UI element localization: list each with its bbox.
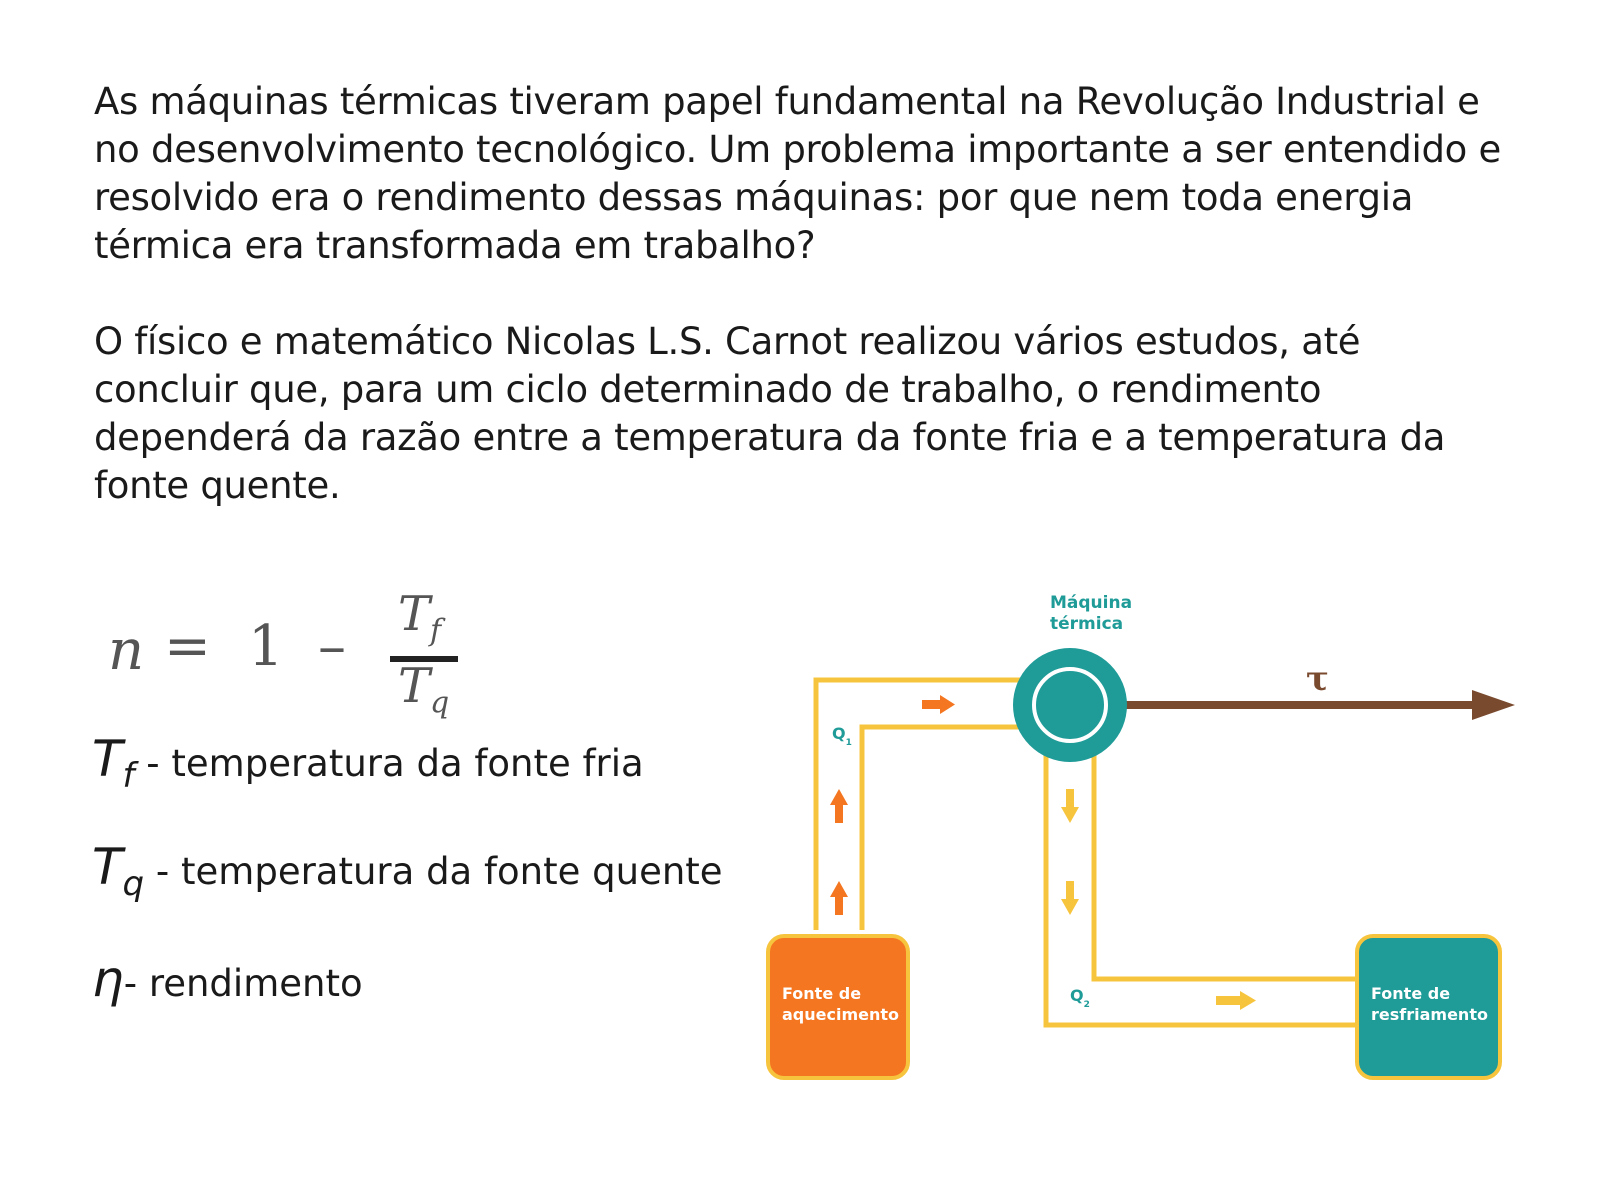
legend-tf: Tf - temperatura da fonte fria [92,730,644,796]
formula-equals: = [164,614,211,679]
legend-eta-text: - rendimento [123,962,363,1005]
q2-sub: 2 [1084,1000,1090,1010]
q2-arrow-down-2 [1061,881,1079,915]
q1-sub: 1 [846,738,852,748]
q1-pipe-inner [859,724,1040,930]
q1-arrow-up-2 [830,881,848,915]
formula-one: 1 [248,614,284,679]
machine-label-line1: Máquina [1050,593,1132,613]
hot-source-box [766,934,910,1080]
legend-tq-sub: q [122,864,145,904]
legend-eta: η- rendimento [92,950,363,1008]
hot-source-label-line1: Fonte de [782,984,861,1003]
q1-pipe-outer [813,677,1040,930]
legend-tq-symbol: Tq [92,838,144,904]
legend-tf-base: T [92,730,123,788]
machine-circle [1013,648,1127,762]
legend-tq-base: T [92,838,123,896]
q1-arrow-right [922,695,955,714]
cold-source-box [1355,934,1502,1080]
q2-arrow-right [1216,991,1256,1010]
numerator-sub: f [430,613,442,649]
work-arrow-head [1472,690,1515,720]
q2-arrow-down-1 [1061,789,1079,823]
efficiency-formula: n = 1 – Tf Tq [108,586,488,721]
machine-label-line2: térmica [1050,614,1123,634]
work-symbol: τ [1306,659,1329,699]
legend-tf-sub: f [122,756,135,796]
q2-pipe-inner [1091,730,1360,982]
legend-tf-symbol: Tf [92,730,135,796]
q2-label: Q2 [1070,986,1090,1010]
fraction-bar [390,656,458,662]
q1-base: Q [832,724,846,743]
intro-paragraph: As máquinas térmicas tiveram papel funda… [94,80,1501,267]
q2-pipe-outer [1043,730,1360,1028]
numerator-base: T [398,586,431,642]
formula-numerator: Tf [398,586,441,649]
denominator-sub: q [430,685,450,721]
legend-tq: Tq - temperatura da fonte quente [92,838,723,904]
q2-base: Q [1070,986,1084,1005]
formula-lhs: n [108,618,145,683]
cold-source-label-line2: resfriamento [1371,1005,1488,1024]
legend-tq-text: - temperatura da fonte quente [144,850,723,893]
hot-source-label-line2: aquecimento [782,1005,899,1024]
formula-minus: – [318,614,346,679]
legend-tf-text: - temperatura da fonte fria [134,742,644,785]
denominator-base: T [398,658,431,714]
q1-label: Q1 [832,724,852,748]
carnot-paragraph: O físico e matemático Nicolas L.S. Carno… [94,320,1446,507]
cold-source-label-line1: Fonte de [1371,984,1450,1003]
legend-eta-symbol: η [92,950,124,1008]
formula-denominator: Tq [398,658,449,721]
q1-arrow-up-1 [830,789,848,823]
machine-inner-ring [1032,667,1108,743]
